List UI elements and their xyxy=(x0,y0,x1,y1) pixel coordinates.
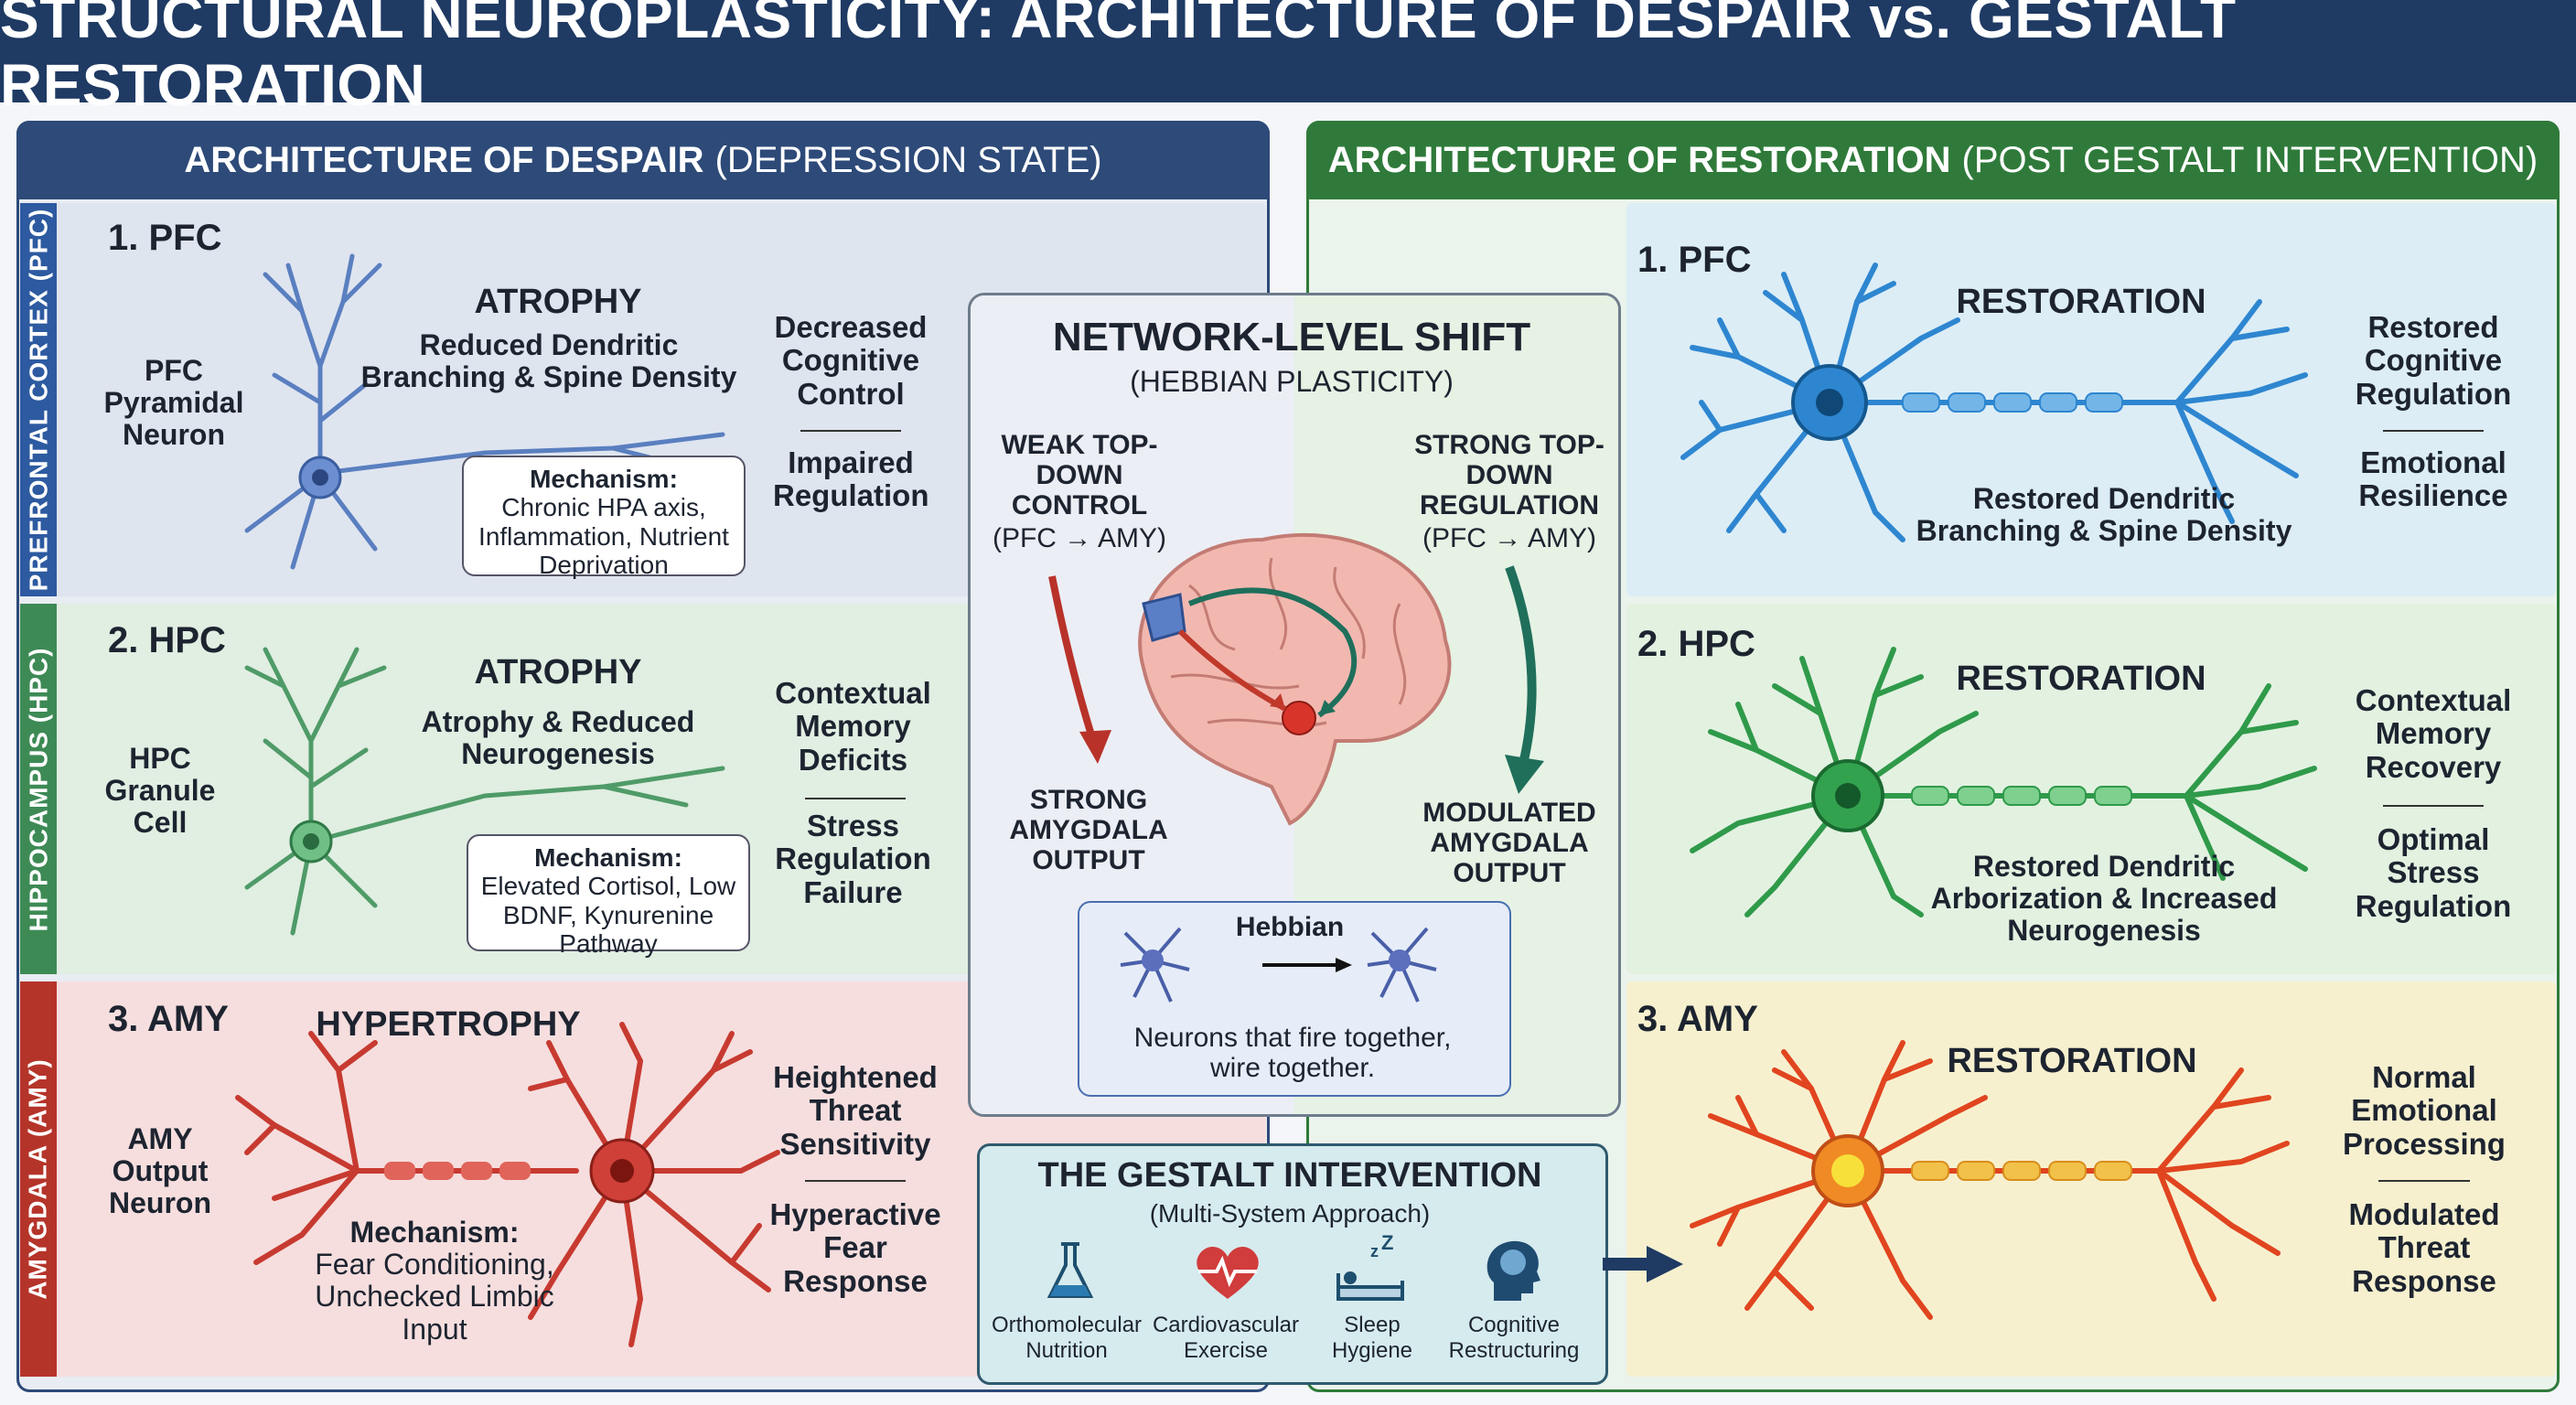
amy-neuron-restored xyxy=(1690,1040,2290,1320)
left-red-arrow xyxy=(1048,575,1111,764)
despair-amy-number: 3. AMY xyxy=(108,999,229,1039)
despair-hpc-effect-1: Contextual Memory Deficits xyxy=(775,676,931,777)
mechanism-text: Fear Conditioning, Unchecked Limbic Inpu… xyxy=(315,1248,554,1346)
gestalt-item-cognitive: Cognitive Restructuring xyxy=(1448,1313,1580,1363)
despair-hpc-desc: Atrophy & Reduced Neurogenesis xyxy=(421,705,695,771)
amy-output-neuron-hypertrophic xyxy=(235,1022,780,1347)
network-left-bottom: STRONG AMYGDALA OUTPUT xyxy=(1009,785,1168,875)
restoration-hpc-desc: Restored Dendritic Arborization & Increa… xyxy=(1930,850,2278,948)
pfc-neuron-restored xyxy=(1680,263,2308,542)
right-green-arrow xyxy=(1505,565,1544,794)
restoration-heading-sub: (POST GESTALT INTERVENTION) xyxy=(1961,139,2538,180)
divider xyxy=(805,798,906,799)
mechanism-text: Elevated Cortisol, Low BDNF, Kynurenine … xyxy=(480,872,736,959)
svg-text:Z: Z xyxy=(1381,1231,1393,1254)
mechanism-title: Mechanism: xyxy=(530,465,678,493)
mechanism-text: Chronic HPA axis, Inflammation, Nutrient… xyxy=(478,493,729,580)
network-subtitle: (HEBBIAN PLASTICITY) xyxy=(1130,365,1454,398)
restoration-heading: ARCHITECTURE OF RESTORATION (POST GESTAL… xyxy=(1306,121,2560,199)
hebbian-box xyxy=(1078,901,1511,1097)
despair-heading-sub: (DEPRESSION STATE) xyxy=(714,139,1102,180)
divider xyxy=(805,1180,906,1182)
divider xyxy=(2378,1180,2470,1182)
brain-illustration xyxy=(1138,532,1452,826)
restoration-hpc-number: 2. HPC xyxy=(1637,624,1755,664)
divider xyxy=(2383,430,2484,432)
restoration-hpc-row xyxy=(1626,604,2556,974)
restoration-amy-effect-2: Modulated Threat Response xyxy=(2348,1197,2500,1298)
pfc-pyramidal-neuron-atrophic xyxy=(244,253,725,570)
despair-pfc-effect-1: Decreased Cognitive Control xyxy=(774,310,928,411)
flask-icon xyxy=(1046,1242,1094,1298)
despair-hpc-effect-2: Stress Regulation Failure xyxy=(775,809,931,909)
despair-hpc-number: 2. HPC xyxy=(108,620,226,660)
network-right-bottom: MODULATED AMYGDALA OUTPUT xyxy=(1422,798,1596,888)
despair-amy-state: HYPERTROPHY xyxy=(316,1005,581,1044)
despair-pfc-state: ATROPHY xyxy=(474,283,642,321)
restoration-hpc-state: RESTORATION xyxy=(1956,660,2206,698)
restoration-amy-row xyxy=(1626,981,2556,1377)
despair-amy-neuron-label: AMY Output Neuron xyxy=(109,1122,211,1220)
despair-hpc-state: ATROPHY xyxy=(474,653,642,692)
network-title: NETWORK-LEVEL SHIFT xyxy=(1052,315,1531,359)
hebbian-text: Neurons that fire together, wire togethe… xyxy=(1133,1023,1452,1083)
network-left-top: WEAK TOP-DOWN CONTROL xyxy=(1001,430,1158,520)
despair-pfc-neuron-label: PFC Pyramidal Neuron xyxy=(103,354,244,452)
restoration-amy-effect-1: Normal Emotional Processing xyxy=(2343,1060,2506,1161)
despair-pfc-effect-2: Impaired Regulation xyxy=(773,445,929,513)
restoration-pfc-state: RESTORATION xyxy=(1956,283,2206,321)
mechanism-title: Mechanism: xyxy=(534,843,682,872)
despair-amy-mechanism: Mechanism: Fear Conditioning, Unchecked … xyxy=(311,1216,558,1346)
divider xyxy=(800,430,901,432)
hebbian-title: Hebbian xyxy=(1235,912,1345,942)
gestalt-item-sleep: Sleep Hygiene xyxy=(1331,1313,1413,1363)
page-title: STRUCTURAL NEUROPLASTICITY: ARCHITECTURE… xyxy=(0,0,2576,118)
divider xyxy=(2383,805,2484,807)
despair-heading: ARCHITECTURE OF DESPAIR (DEPRESSION STAT… xyxy=(16,121,1270,199)
restoration-pfc-number: 1. PFC xyxy=(1637,240,1752,280)
brain-head-icon xyxy=(1487,1240,1540,1301)
restoration-amy-number: 3. AMY xyxy=(1637,999,1758,1039)
heart-pulse-icon xyxy=(1197,1247,1259,1299)
network-left-top-sub: (PFC → AMY) xyxy=(992,523,1166,553)
restoration-pfc-effect-1: Restored Cognitive Regulation xyxy=(2355,310,2512,411)
despair-pfc-desc: Reduced Dendritic Branching & Spine Dens… xyxy=(360,328,737,394)
side-label-pfc: PREFRONTAL CORTEX (PFC) xyxy=(20,203,57,596)
svg-text:z: z xyxy=(1370,1242,1379,1260)
gestalt-title: THE GESTALT INTERVENTION xyxy=(1037,1156,1542,1195)
hpc-neuron-restored xyxy=(1690,647,2317,917)
despair-pfc-mechanism: Mechanism: Chronic HPA axis, Inflammatio… xyxy=(462,456,746,580)
restoration-amy-state: RESTORATION xyxy=(1947,1042,2197,1080)
gestalt-item-nutrition: Orthomolecular Nutrition xyxy=(991,1313,1143,1363)
despair-heading-main: ARCHITECTURE OF DESPAIR xyxy=(184,139,704,180)
network-right-top: STRONG TOP-DOWN REGULATION xyxy=(1414,430,1605,520)
despair-hpc-neuron-label: HPC Granule Cell xyxy=(104,742,216,840)
gestalt-item-exercise: Cardiovascular Exercise xyxy=(1152,1313,1300,1363)
restoration-pfc-effect-2: Emotional Resilience xyxy=(2358,445,2508,513)
arrow-right-icon xyxy=(1603,1246,1683,1282)
restoration-heading-main: ARCHITECTURE OF RESTORATION xyxy=(1327,139,1951,180)
side-label-amy: AMYGDALA (AMY) xyxy=(20,981,57,1377)
despair-amy-effect-1: Heightened Threat Sensitivity xyxy=(773,1060,938,1161)
network-right-top-sub: (PFC → AMY) xyxy=(1422,523,1596,553)
sleep-icon: z Z xyxy=(1336,1231,1404,1301)
mechanism-title: Mechanism: xyxy=(349,1216,520,1249)
side-label-hpc: HIPPOCAMPUS (HPC) xyxy=(20,604,57,974)
restoration-hpc-effect-2: Optimal Stress Regulation xyxy=(2355,822,2512,923)
despair-amy-effect-2: Hyperactive Fear Response xyxy=(769,1197,941,1298)
despair-pfc-number: 1. PFC xyxy=(108,218,222,258)
gestalt-subtitle: (Multi-System Approach) xyxy=(1149,1199,1431,1228)
despair-hpc-mechanism: Mechanism: Elevated Cortisol, Low BDNF, … xyxy=(467,834,750,958)
restoration-pfc-desc: Restored Dendritic Branching & Spine Den… xyxy=(1916,482,2292,548)
restoration-hpc-effect-1: Contextual Memory Recovery xyxy=(2355,683,2512,784)
hpc-granule-cell-atrophic xyxy=(244,647,725,936)
hebbian-neurons xyxy=(1120,927,1437,1003)
